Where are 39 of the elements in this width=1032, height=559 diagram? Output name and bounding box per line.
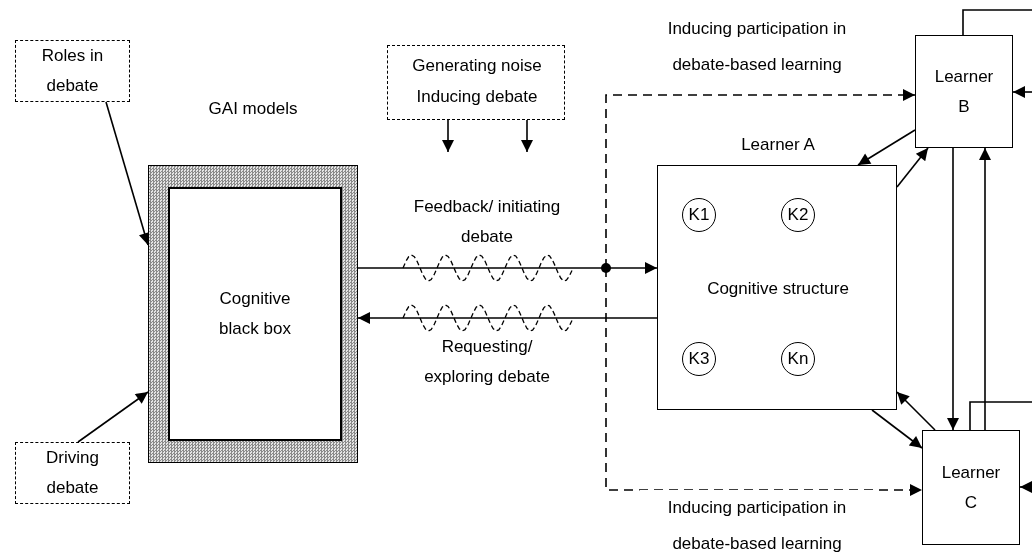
node-label: K2 xyxy=(786,205,810,225)
node-label: Cognitive structure xyxy=(706,278,850,300)
connector-line xyxy=(962,9,1032,36)
node-label: Generating noise xyxy=(411,55,543,77)
arrow xyxy=(357,312,658,324)
knowledge-circle xyxy=(781,198,815,232)
arrow xyxy=(979,147,991,431)
arrow xyxy=(521,119,533,153)
arrow xyxy=(896,147,929,188)
role-box xyxy=(15,40,130,102)
arrow xyxy=(1019,481,1032,493)
arrow xyxy=(857,129,916,166)
node-label: Cognitive black box xyxy=(218,288,292,340)
node-label: K1 xyxy=(687,205,711,225)
noise-box xyxy=(387,45,565,120)
connector-line xyxy=(969,401,1032,431)
arrow xyxy=(871,409,923,449)
node-label: K3 xyxy=(687,349,711,369)
node-label: Learner C xyxy=(940,461,1002,514)
knowledge-circle xyxy=(682,198,716,232)
box-title: Learner A xyxy=(740,134,816,156)
arrow xyxy=(442,119,454,153)
node-label: Kn xyxy=(786,349,810,369)
arrow xyxy=(1012,86,1032,98)
process-box xyxy=(168,187,342,441)
box-title: GAI models xyxy=(207,98,299,120)
arrow xyxy=(896,391,936,431)
knowledge-circle xyxy=(781,342,815,376)
arrow xyxy=(947,147,959,431)
node-label: Driving debate xyxy=(45,447,100,499)
node-label: Roles in debate xyxy=(40,45,105,97)
arrow xyxy=(357,262,658,274)
node-label: Learner B xyxy=(933,65,995,118)
knowledge-circle xyxy=(682,342,716,376)
arrow xyxy=(77,391,149,443)
learner-box xyxy=(915,35,1013,148)
role-box xyxy=(15,442,130,504)
node-label: Inducing debate xyxy=(415,86,539,108)
learner-box xyxy=(922,430,1020,545)
